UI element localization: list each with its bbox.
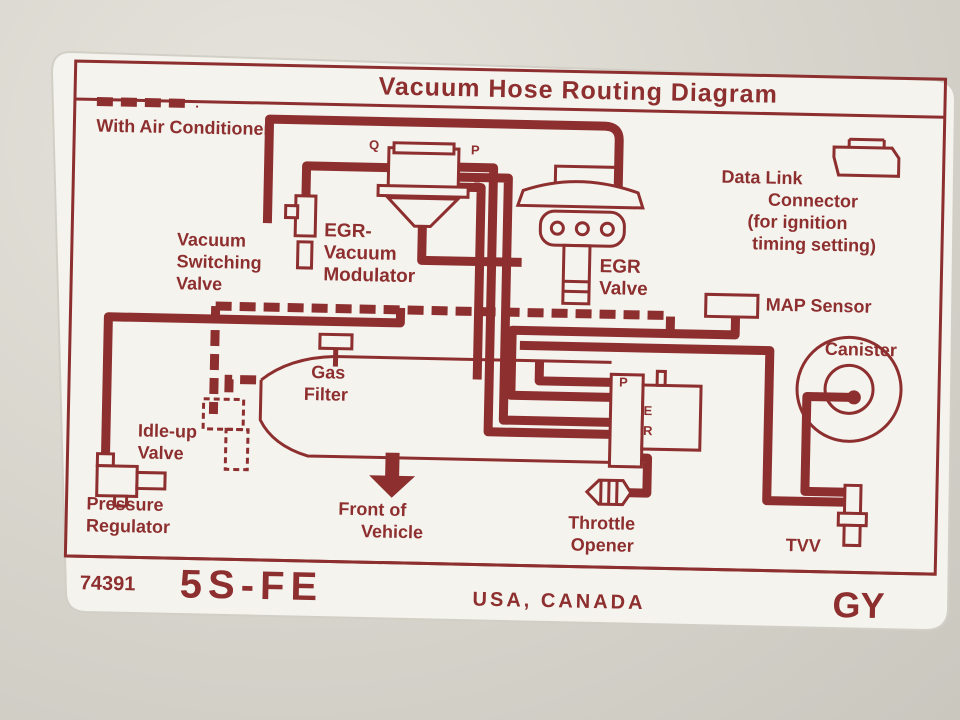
ac-dashed-hoses (208, 301, 676, 415)
engine-code-label: 5S-FE (179, 562, 323, 609)
part-number-label: 74391 (80, 572, 136, 595)
port-q-label: Q (369, 137, 379, 152)
data-link-connector-label: Data Link Connector (for ignition timing… (720, 167, 878, 256)
pressure-regulator-label: Pressure Regulator (86, 493, 171, 537)
tvv-part (836, 483, 868, 548)
throttle-opener-part (584, 478, 633, 507)
port-r-body-label: R (643, 423, 653, 438)
vacuum-switching-valve-part (283, 194, 318, 270)
legend-key-label: With Air Conditioner (96, 116, 271, 140)
port-p-top-label: P (471, 142, 480, 157)
canister-label: Canister (825, 339, 897, 361)
map-sensor-part (704, 292, 760, 319)
vacuum-switching-valve-label: Vacuum Switching Valve (176, 229, 267, 295)
map-sensor-label: MAP Sensor (766, 295, 872, 317)
title-divider (74, 97, 945, 119)
idle-up-valve-label: Idle-up Valve (137, 420, 202, 463)
gas-filter-part (258, 332, 612, 464)
egr-vacuum-modulator-label: EGR- Vacuum Modulator (323, 220, 417, 287)
data-link-connector-part (832, 137, 901, 178)
idle-up-valve-part (201, 397, 250, 472)
footer-divider (65, 554, 936, 576)
throttle-opener-label: Throttle Opener (568, 512, 641, 555)
hose-network (101, 114, 857, 507)
egr-vacuum-modulator-part (376, 141, 470, 229)
port-p-body-label: P (619, 375, 628, 390)
pressure-regulator-part (95, 452, 167, 508)
front-of-vehicle-label: Front of Vehicle (338, 499, 424, 543)
legend-colon: : (195, 95, 200, 111)
port-e-body-label: E (643, 403, 652, 418)
legend-dashed-line (96, 97, 193, 109)
grade-code-label: GY (832, 584, 885, 626)
egr-valve-label: EGR Valve (599, 256, 648, 300)
tvv-label: TVV (786, 535, 821, 556)
egr-valve-part (515, 164, 645, 306)
gas-filter-label: Gas Filter (304, 362, 351, 405)
region-label: USA, CANADA (472, 588, 645, 614)
front-arrow-icon (369, 452, 416, 498)
vsv-body-part (607, 369, 703, 469)
port-r-top-label: R (473, 179, 483, 194)
canister-part (795, 335, 903, 443)
